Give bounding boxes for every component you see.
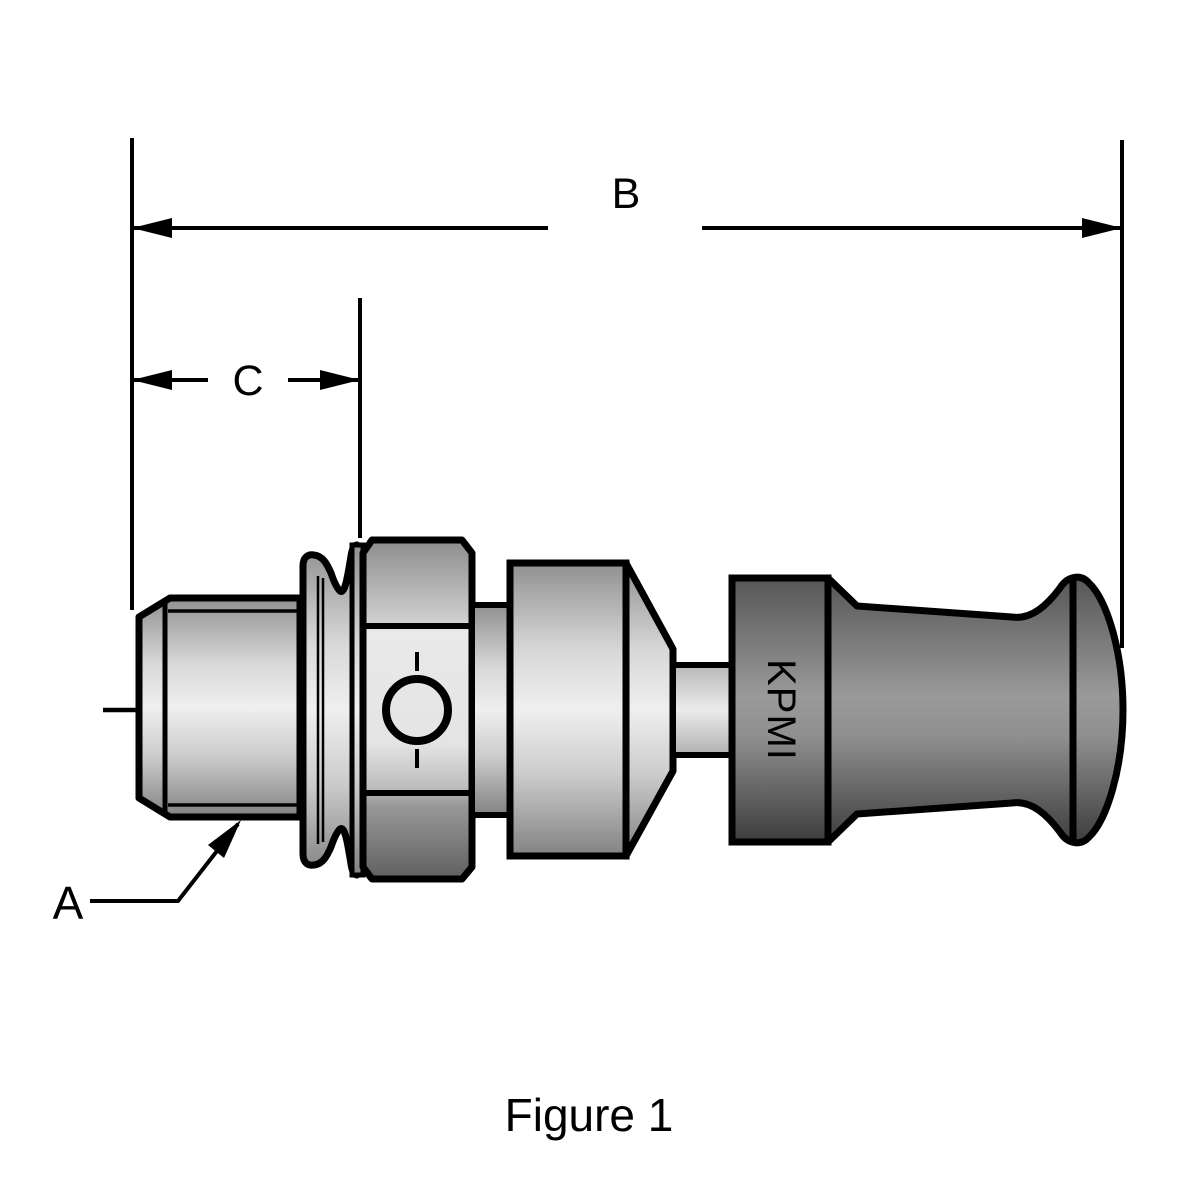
knob-assembly: KPMI xyxy=(728,573,1127,847)
dimension-b: B xyxy=(130,138,1124,648)
stem-shaft xyxy=(670,662,737,758)
valve-part xyxy=(135,536,737,883)
body-cylinder xyxy=(506,559,630,860)
leader-a-label: A xyxy=(53,877,84,929)
knob-block xyxy=(728,574,832,846)
dim-c-arrowhead-right xyxy=(320,370,360,390)
kpmi-marking: KPMI xyxy=(759,659,803,761)
dim-b-arrowhead-right xyxy=(1082,218,1122,238)
bell-flange xyxy=(299,541,361,879)
dim-b-arrowhead-left xyxy=(132,218,172,238)
cross-hole xyxy=(382,675,452,745)
spacer-cylinder xyxy=(469,602,513,818)
dim-c-arrowhead-left xyxy=(132,370,172,390)
knob-grip-and-cap xyxy=(824,573,1127,847)
cone-taper xyxy=(622,559,677,860)
leader-a: A xyxy=(53,820,241,929)
leader-a-line xyxy=(90,822,240,903)
figure-caption: Figure 1 xyxy=(505,1089,674,1141)
dim-b-label: B xyxy=(612,170,641,218)
dim-c-label: C xyxy=(232,357,263,405)
hex-nut xyxy=(359,536,476,883)
dimension-c: C xyxy=(132,298,362,538)
leader-a-arrowhead xyxy=(208,820,241,858)
